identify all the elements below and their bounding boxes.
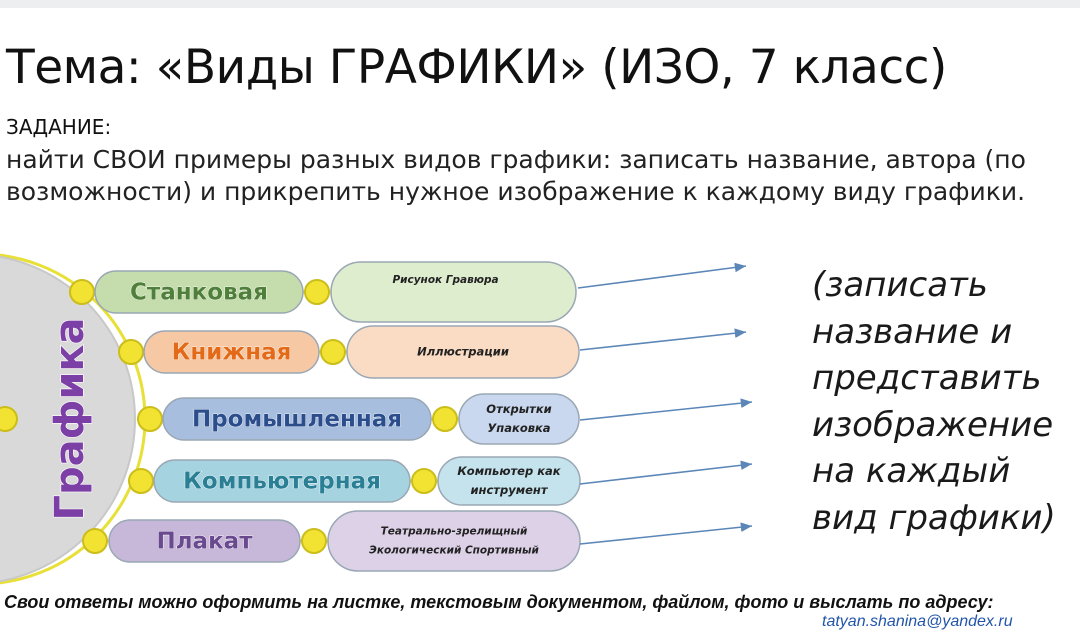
- footer-email[interactable]: tatyan.shanina@yandex.ru: [822, 613, 1013, 630]
- top-bar: [0, 0, 1080, 8]
- center-disc: [0, 255, 136, 583]
- category-pill: [94, 270, 304, 314]
- category-pill: [162, 397, 432, 441]
- branch-2: Книжная Иллюстрации: [118, 325, 747, 379]
- examples-bubble: [437, 456, 581, 506]
- examples-bubble: [330, 261, 577, 323]
- category-label: Плакат: [156, 529, 253, 555]
- category-pill: [143, 330, 320, 374]
- answer-arrow: [579, 398, 753, 421]
- footer-text: Свои ответы можно оформить на листке, те…: [4, 592, 994, 612]
- examples-text: Театрально-зрелищный: [381, 526, 528, 538]
- category-label: Промышленная: [192, 407, 402, 433]
- category-label: Станковая: [130, 280, 268, 306]
- answer-arrow: [579, 328, 747, 351]
- node-dot: [432, 406, 458, 432]
- branch-4: Компьютерная Компьютер как инструмент: [128, 456, 753, 506]
- task-text: найти СВОИ примеры разных видов графики:…: [6, 145, 1026, 206]
- examples-text: Рисунок Гравюра: [392, 274, 498, 286]
- branch-5: Плакат Театрально-зрелищныйЭкологический …: [82, 510, 753, 572]
- category-label: Книжная: [172, 340, 292, 366]
- category-pill: [153, 459, 411, 503]
- examples-text: Экологический Спортивный: [369, 545, 539, 557]
- answer-arrow: [579, 522, 753, 545]
- center-label: Графика: [47, 318, 93, 521]
- node-dot: [411, 468, 437, 494]
- node-dot: [320, 339, 346, 365]
- node-dot: [304, 279, 330, 305]
- center-dot: [0, 406, 18, 432]
- examples-bubble: [346, 325, 580, 379]
- node-dot: [69, 279, 95, 305]
- examples-bubble: [327, 510, 581, 572]
- examples-text: Открытки: [486, 402, 551, 416]
- examples-text: Иллюстрации: [417, 345, 509, 359]
- node-dot: [128, 468, 154, 494]
- page-title: Тема: «Виды ГРАФИКИ» (ИЗО, 7 класс): [6, 40, 947, 95]
- category-label: Компьютерная: [183, 469, 381, 495]
- side-note: (записать название и представить изображ…: [812, 265, 1056, 538]
- node-dot: [82, 528, 108, 554]
- examples-text: Компьютер как: [457, 464, 561, 478]
- node-dot: [118, 339, 144, 365]
- task-heading: ЗАДАНИЕ:: [6, 115, 112, 139]
- branch-1: Станковая Рисунок Гравюра: [69, 261, 747, 323]
- examples-text: инструмент: [470, 483, 548, 497]
- answer-arrow: [577, 262, 747, 289]
- node-dot: [301, 528, 327, 554]
- examples-text: Упаковка: [487, 421, 550, 435]
- answer-arrow: [579, 460, 753, 485]
- node-dot: [137, 406, 163, 432]
- examples-bubble: [458, 393, 580, 445]
- category-pill: [108, 519, 301, 563]
